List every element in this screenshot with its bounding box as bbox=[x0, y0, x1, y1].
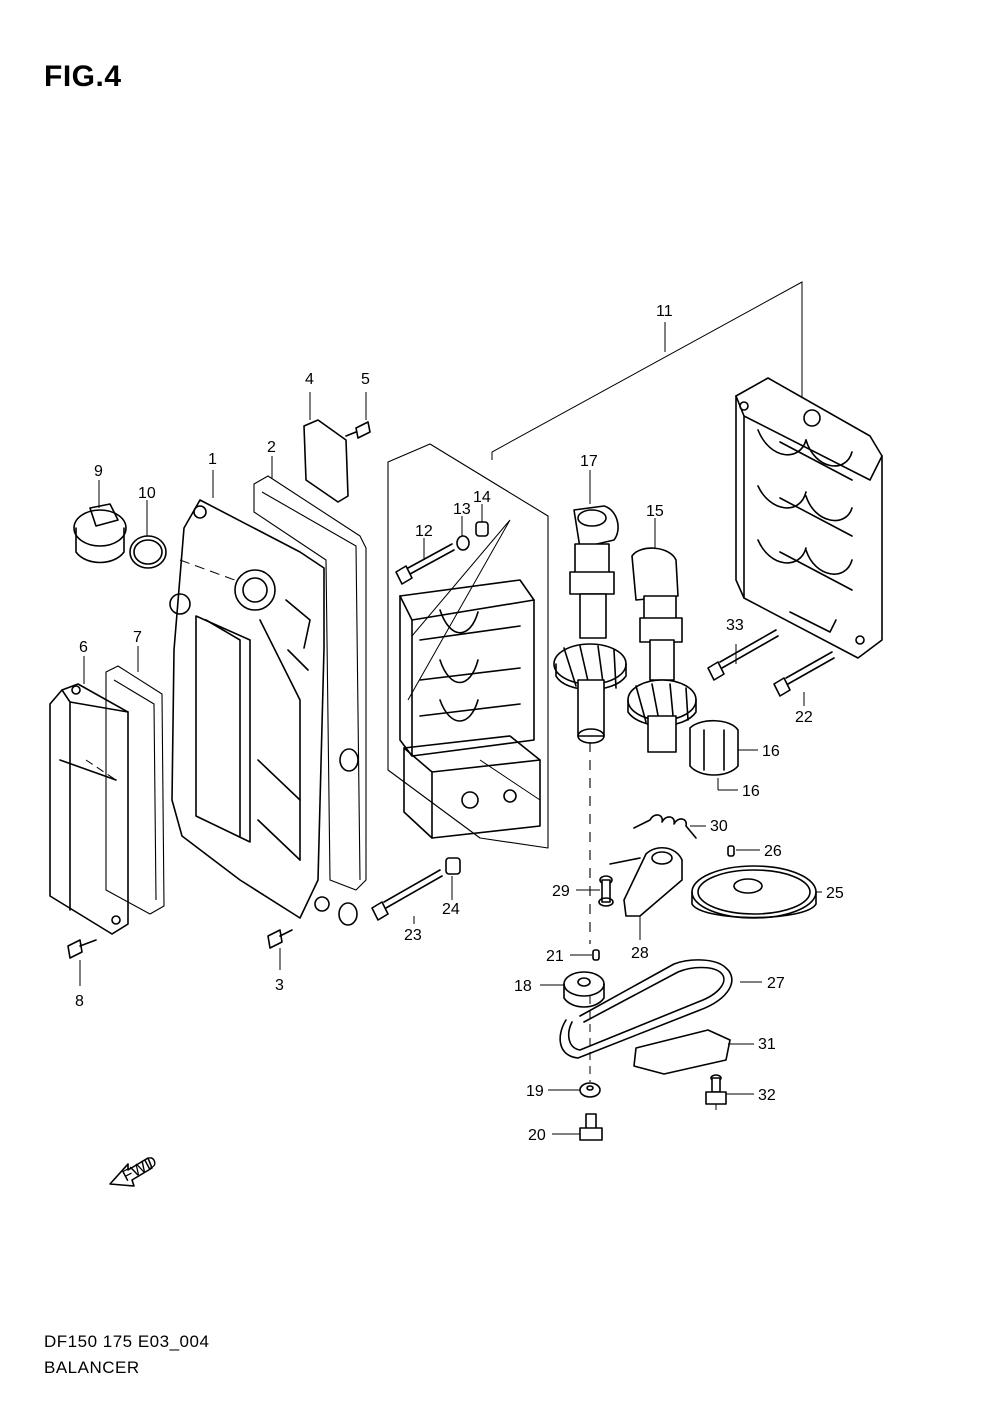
tensioner-28 bbox=[609, 847, 683, 917]
callout-31: 31 bbox=[758, 1036, 776, 1053]
callout-25: 25 bbox=[826, 885, 844, 902]
callout-1: 1 bbox=[208, 451, 217, 468]
spring-30 bbox=[633, 814, 697, 839]
lower-housing-frame bbox=[387, 443, 549, 849]
callout-28: 28 bbox=[631, 945, 649, 962]
gasket-7 bbox=[105, 665, 165, 915]
callout-30: 30 bbox=[710, 818, 728, 835]
callout-7: 7 bbox=[133, 629, 142, 646]
bolt-5 bbox=[345, 421, 371, 439]
cover-plate-4 bbox=[303, 419, 349, 503]
washer-19-hole bbox=[586, 1085, 594, 1091]
gasket-2-inner bbox=[261, 491, 361, 881]
callout-21: 21 bbox=[546, 948, 564, 965]
figure-title: FIG.4 bbox=[44, 60, 122, 93]
bolt-3 bbox=[267, 929, 293, 949]
callout-12: 12 bbox=[415, 523, 433, 540]
section-name: BALANCER bbox=[44, 1358, 140, 1377]
callout-17: 17 bbox=[580, 453, 598, 470]
callout-26: 26 bbox=[764, 843, 782, 860]
callout-labels: 1 2 3 4 5 6 7 8 9 10 11 12 13 14 15 16 1… bbox=[75, 303, 844, 1144]
callout-4: 4 bbox=[305, 371, 314, 388]
bolt-12 bbox=[395, 543, 455, 585]
callout-33: 33 bbox=[726, 617, 744, 634]
balancer-shaft-17 bbox=[553, 505, 627, 744]
bolt-33 bbox=[707, 629, 779, 681]
callout-10: 10 bbox=[138, 485, 156, 502]
callout-22: 22 bbox=[795, 709, 813, 726]
callout-24: 24 bbox=[442, 901, 460, 918]
washer-13 bbox=[456, 535, 470, 551]
callout-19: 19 bbox=[526, 1083, 544, 1100]
callout-8: 8 bbox=[75, 993, 84, 1010]
bearing-16 bbox=[689, 719, 739, 776]
chain-guide-31 bbox=[633, 1029, 731, 1075]
fwd-arrow-icon: FWD bbox=[109, 1153, 160, 1187]
callout-3: 3 bbox=[275, 977, 284, 994]
bolt-22 bbox=[773, 651, 835, 697]
side-cover-6 bbox=[49, 683, 129, 935]
callout-15: 15 bbox=[646, 503, 664, 520]
callout-6: 6 bbox=[79, 639, 88, 656]
balancer-upper-housing bbox=[735, 377, 883, 659]
dowel-14 bbox=[475, 521, 489, 537]
gasket-7-inner bbox=[113, 679, 157, 901]
balancer-case-1 bbox=[169, 499, 330, 919]
balancer-shaft-15 bbox=[627, 547, 697, 753]
housing-bracket-lines bbox=[491, 281, 803, 460]
model-code: DF150 175 E03_004 bbox=[44, 1332, 210, 1351]
key-21 bbox=[592, 949, 600, 961]
dowel-24 bbox=[445, 857, 461, 875]
bolt-32 bbox=[705, 1074, 727, 1105]
fwd-arrow-label: FWD bbox=[120, 1153, 160, 1185]
callout-13: 13 bbox=[453, 501, 471, 518]
callout-9: 9 bbox=[94, 463, 103, 480]
callout-32: 32 bbox=[758, 1087, 776, 1104]
callout-leaders bbox=[79, 392, 822, 1135]
callout-29: 29 bbox=[552, 883, 570, 900]
key-26 bbox=[727, 845, 735, 857]
o-ring-10-inner bbox=[133, 539, 163, 565]
dowel-a bbox=[339, 748, 359, 772]
oil-cap-9 bbox=[73, 503, 127, 564]
callout-2: 2 bbox=[267, 439, 276, 456]
bolt-20 bbox=[579, 1113, 603, 1141]
o-ring-10 bbox=[129, 535, 167, 569]
callout-18: 18 bbox=[514, 978, 532, 995]
bolt-8 bbox=[67, 939, 97, 959]
pin-29 bbox=[598, 875, 614, 907]
callout-11: 11 bbox=[656, 303, 673, 320]
callout-20: 20 bbox=[528, 1127, 546, 1144]
chain-27 bbox=[559, 959, 733, 1059]
callout-5: 5 bbox=[361, 371, 370, 388]
callout-14: 14 bbox=[473, 489, 491, 506]
callout-23: 23 bbox=[404, 927, 422, 944]
dowel-b bbox=[338, 902, 358, 926]
chain-27-inner bbox=[567, 966, 725, 1051]
callout-16b: 16 bbox=[742, 783, 760, 800]
sprocket-18 bbox=[563, 971, 605, 1008]
bolt-23 bbox=[371, 869, 443, 921]
callout-16a: 16 bbox=[762, 743, 780, 760]
gasket-2 bbox=[253, 475, 367, 891]
callout-27: 27 bbox=[767, 975, 785, 992]
gear-25 bbox=[691, 865, 817, 919]
